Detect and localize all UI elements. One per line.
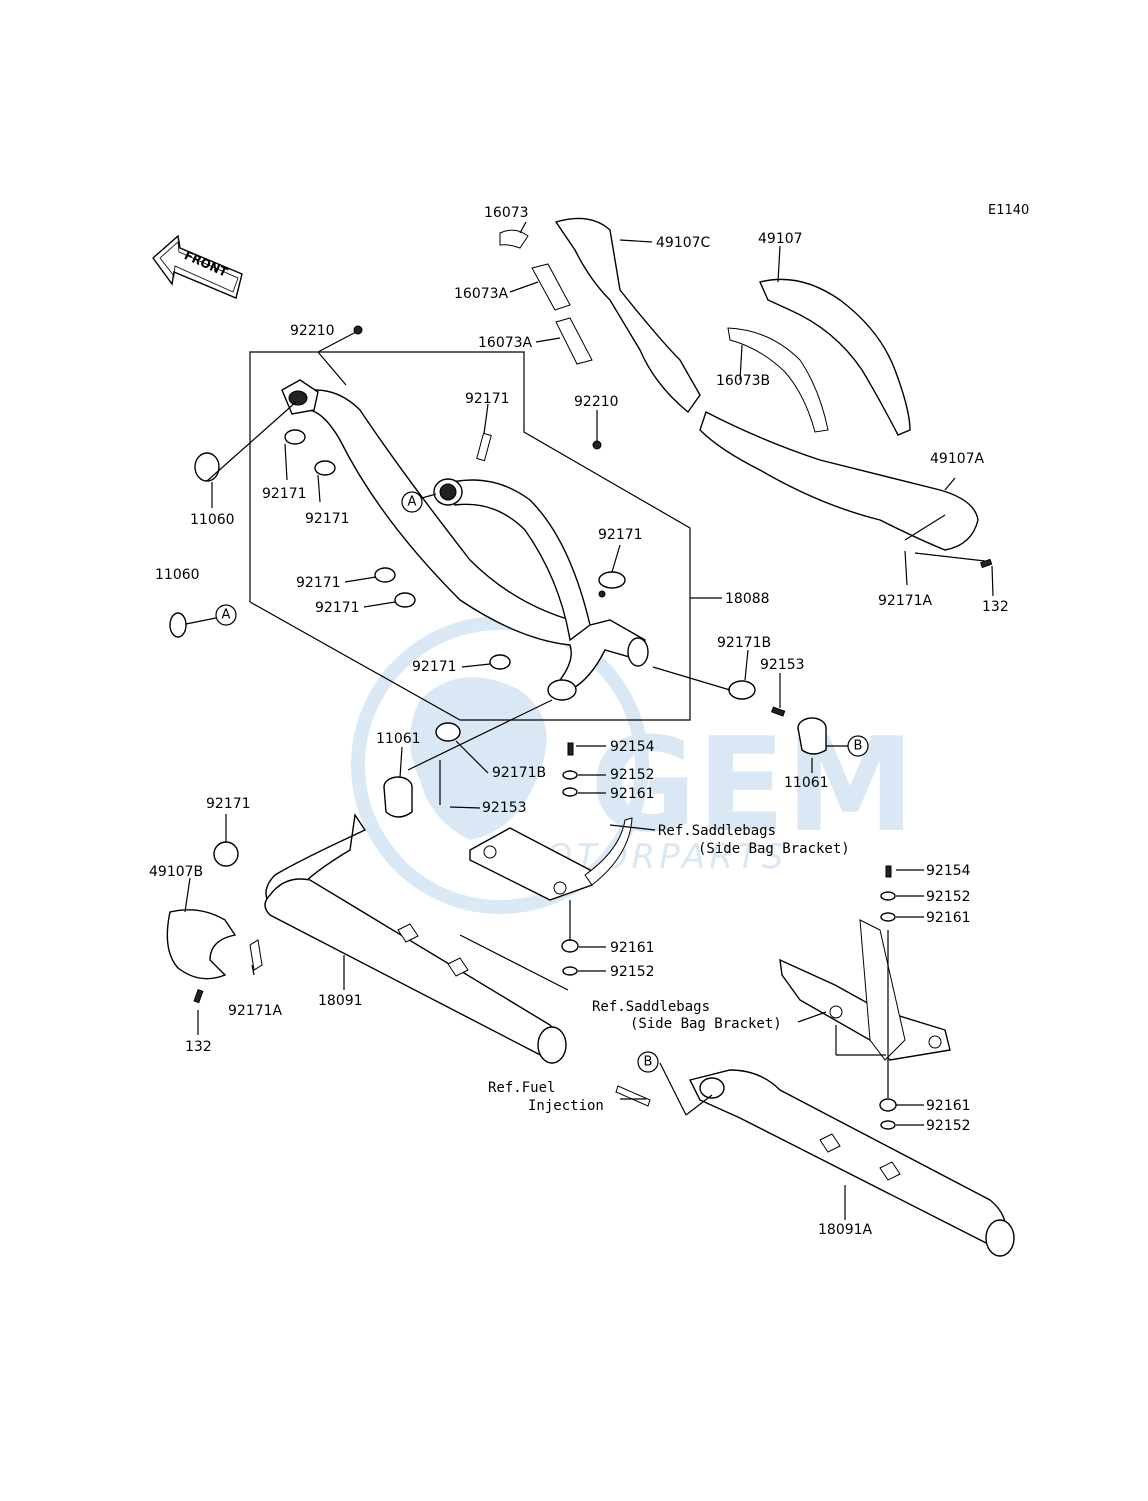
label-92210-2: 92210 [574, 394, 619, 410]
label-132-l: 132 [185, 1039, 212, 1055]
exhaust-header-pipe [281, 379, 649, 701]
assembly-bracket-lines [249, 351, 722, 721]
watermark-main-text: GEM [590, 709, 915, 861]
label-49107a: 49107A [930, 451, 985, 467]
label-18091: 18091 [318, 993, 363, 1009]
label-92152-4: 92152 [926, 1118, 971, 1134]
label-11061-l: 11061 [376, 731, 421, 747]
label-92171-g: 92171 [206, 796, 251, 812]
label-92171-a: 92171 [262, 486, 307, 502]
callout-b-2: B [637, 1051, 659, 1073]
clamp-sleeve-right [598, 590, 827, 755]
label-92152-3: 92152 [926, 889, 971, 905]
label-11060-2: 11060 [155, 567, 200, 583]
clamps-92171 [213, 429, 626, 867]
label-92171-top: 92171 [465, 391, 510, 407]
label-92152-2: 92152 [610, 964, 655, 980]
reference-labels: Ref.Saddlebags (Side Bag Bracket) Ref.Sa… [488, 823, 850, 1114]
svg-text:A: A [408, 495, 417, 510]
ref-saddlebags-1-line1: Ref.Saddlebags [658, 823, 776, 839]
ref-saddlebags-1-line2: (Side Bag Bracket) [698, 841, 850, 857]
svg-text:A: A [222, 608, 231, 623]
ref-saddlebags-2-line2: (Side Bag Bracket) [630, 1016, 782, 1032]
label-92171b-r: 92171B [717, 635, 771, 651]
label-16073a-2: 16073A [478, 335, 533, 351]
heat-shield-49107b [166, 909, 263, 980]
label-92161-1: 92161 [610, 786, 655, 802]
label-18091a: 18091A [818, 1222, 873, 1238]
clamp-sleeve-left [383, 722, 461, 818]
svg-text:B: B [644, 1055, 653, 1070]
label-16073: 16073 [484, 205, 529, 221]
label-11061-r: 11061 [784, 775, 829, 791]
heat-shield-49107c [499, 217, 701, 414]
label-92161-3: 92161 [926, 910, 971, 926]
label-49107: 49107 [758, 231, 803, 247]
callout-b-1: B [847, 735, 869, 757]
label-49107c: 49107C [656, 235, 711, 251]
label-92152-1: 92152 [610, 767, 655, 783]
label-92171-b: 92171 [305, 511, 350, 527]
watermark: GEM MOTORPARTS [351, 616, 915, 914]
label-92171a-r: 92171A [878, 593, 933, 609]
label-16073b: 16073B [716, 373, 770, 389]
label-92161-4: 92161 [926, 1098, 971, 1114]
saddlebag-bracket-1 [469, 817, 633, 901]
label-132-r: 132 [982, 599, 1009, 615]
ref-fuel-line1: Ref.Fuel [488, 1080, 555, 1096]
heat-shield-49107 [727, 278, 911, 436]
diagram-code: E1140 [988, 203, 1029, 218]
label-92171-f: 92171 [412, 659, 457, 675]
leader-lines [184, 221, 994, 1220]
label-16073a-1: 16073A [454, 286, 509, 302]
ref-saddlebags-2-line1: Ref.Saddlebags [592, 999, 710, 1015]
label-92154-2: 92154 [926, 863, 971, 879]
ref-fuel-line2: Injection [528, 1098, 604, 1114]
label-92210-1: 92210 [290, 323, 335, 339]
callout-a-2: A [185, 604, 237, 626]
label-92171-d: 92171 [296, 575, 341, 591]
label-92171-c: 92171 [598, 527, 643, 543]
label-11060-1: 11060 [190, 512, 235, 528]
label-92153-r: 92153 [760, 657, 805, 673]
callout-a-1: A [401, 491, 437, 513]
label-92161-2: 92161 [610, 940, 655, 956]
part-labels: 16073 49107C 16073A 16073A 49107 16073B … [149, 205, 1009, 1238]
heat-shield-49107a [699, 411, 979, 551]
label-92153-l: 92153 [482, 800, 527, 816]
front-arrow-icon: FRONT [152, 234, 243, 299]
saddlebag-bracket-2 [779, 919, 951, 1061]
label-92171a-l: 92171A [228, 1003, 283, 1019]
muffler-18091a [615, 1069, 1015, 1257]
label-92171b-l: 92171B [492, 765, 546, 781]
muffler-18091 [264, 813, 567, 1064]
label-92154-1: 92154 [610, 739, 655, 755]
svg-text:B: B [854, 739, 863, 754]
label-92171-e: 92171 [315, 600, 360, 616]
label-49107b: 49107B [149, 864, 203, 880]
label-18088: 18088 [725, 591, 770, 607]
gasket-11060 [169, 452, 220, 638]
